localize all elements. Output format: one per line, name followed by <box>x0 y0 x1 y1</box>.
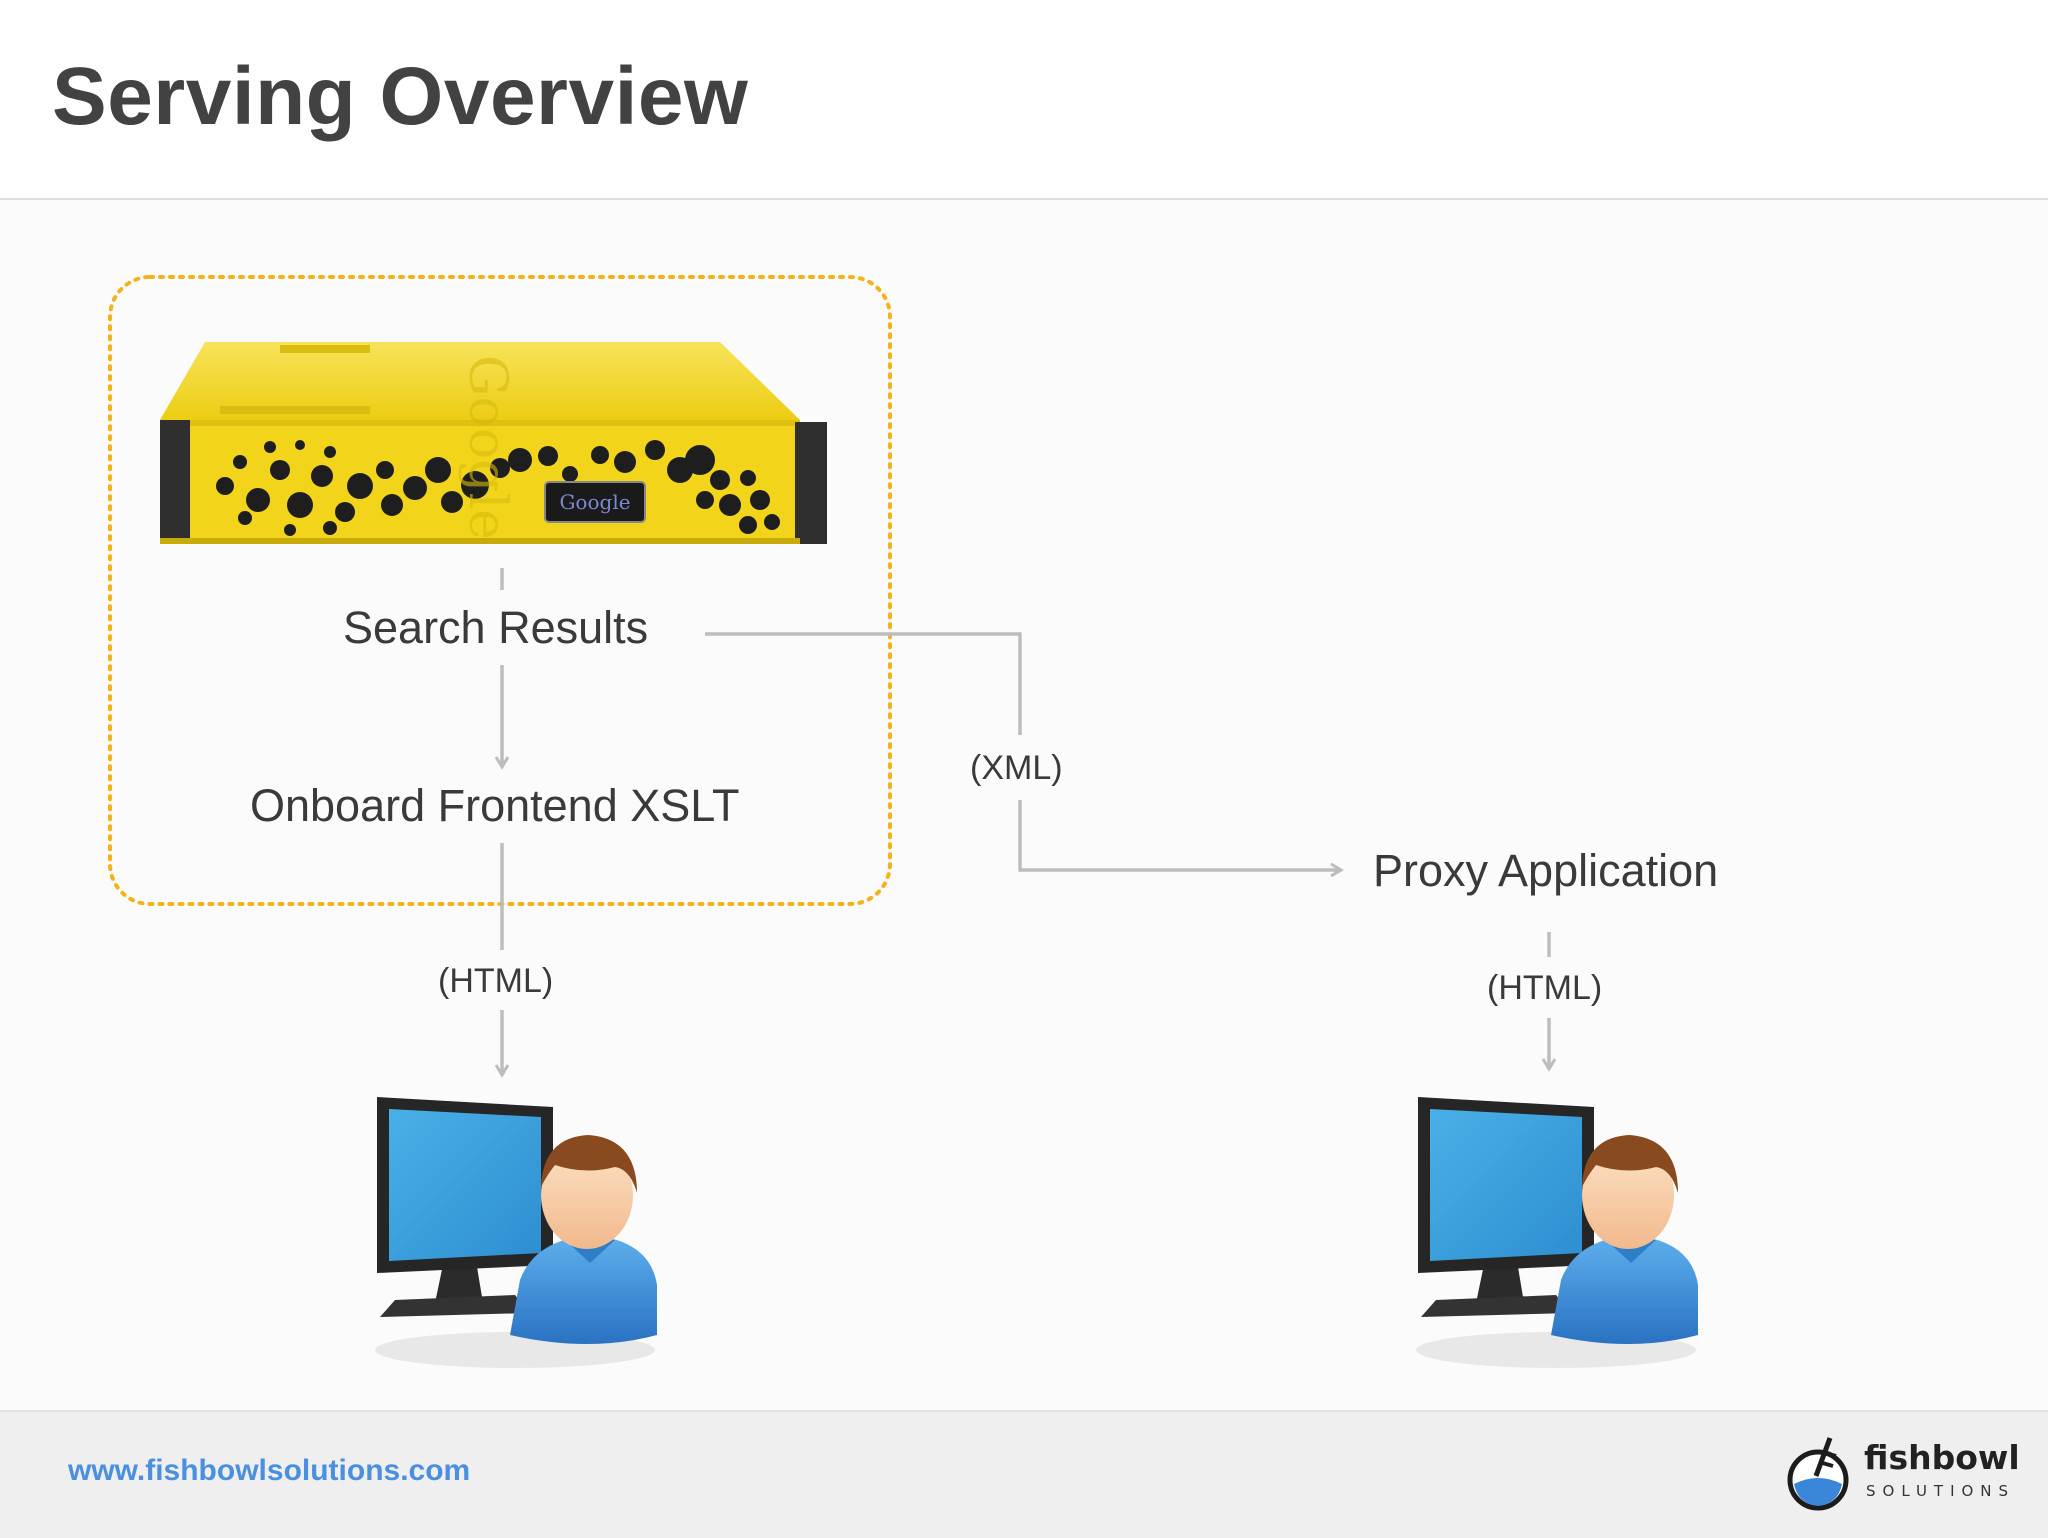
html-label-right: (HTML) <box>1487 969 1603 1007</box>
footer-url-link[interactable]: www.fishbowlsolutions.com <box>68 1454 471 1487</box>
search-results-label: Search Results <box>343 602 649 653</box>
slide-footer: www.fishbowlsolutions.com fishbowl SOLUT… <box>0 1410 2048 1538</box>
arrow-xml-to-proxy <box>1018 800 1340 870</box>
logo-subtitle: SOLUTIONS <box>1866 1482 2016 1500</box>
user-computer-icon <box>375 1097 657 1368</box>
search-appliance-icon: Google Google <box>160 342 827 544</box>
fishbowl-logo-icon <box>1787 1437 1849 1511</box>
fishbowl-logo: fishbowl SOLUTIONS <box>1786 1432 2020 1522</box>
html-label-left: (HTML) <box>438 962 554 1000</box>
user-computer-icon <box>1416 1097 1698 1368</box>
xml-label: (XML) <box>970 749 1063 787</box>
logo-wordmark: fishbowl <box>1864 1438 2020 1477</box>
appliance-badge-text: Google <box>559 490 630 514</box>
proxy-application-label: Proxy Application <box>1373 845 1719 896</box>
onboard-xslt-label: Onboard Frontend XSLT <box>250 780 740 831</box>
slide-title: Serving Overview <box>52 51 749 142</box>
appliance-top-text: Google <box>457 355 517 540</box>
connector-search-to-xml <box>705 632 1022 735</box>
slide-header: Serving Overview <box>0 0 2048 200</box>
appliance-group-box <box>108 275 892 906</box>
